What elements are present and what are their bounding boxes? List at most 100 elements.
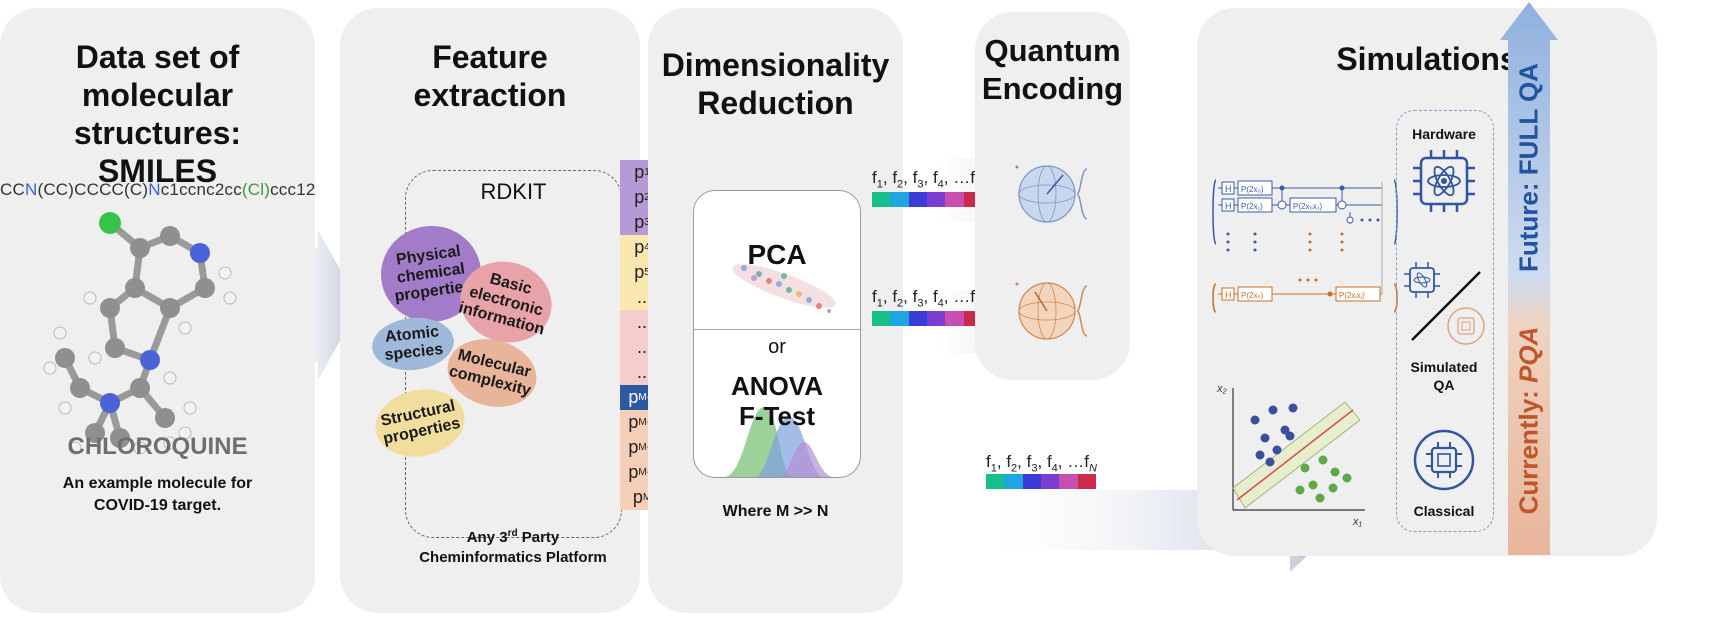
smiles-part: ccc12: [270, 180, 316, 199]
feature-symbol: f: [932, 168, 938, 187]
feature-symbol: f: [1026, 452, 1032, 471]
feature-vector-cell-base: p: [634, 187, 645, 207]
feature-vector-cell-sub: 1: [644, 167, 650, 178]
circuit-h-gate-3: H: [1225, 290, 1232, 300]
feature-vector-cell-sub: M: [642, 492, 652, 503]
feature-bar-segment: [908, 311, 927, 326]
feature-vector-cell-base: p: [634, 162, 645, 182]
feature-title-line2: extraction: [413, 77, 567, 113]
feature-symbol: f: [872, 168, 877, 187]
currently-label: Currently: PQA: [1514, 286, 1545, 556]
future-label-emphasis: FULL QA: [1513, 63, 1544, 176]
feature-vector-label-1: f1, f2, f3, f4, …fN: [872, 168, 983, 190]
feature-ellipsis: …f: [953, 287, 975, 306]
feature-vector-cell-base: p: [628, 412, 639, 432]
feature-symbol: f: [872, 287, 877, 306]
platform-sup: rd: [507, 528, 518, 539]
feature-subscript: 2: [897, 297, 904, 310]
platform-caption-line1: Any 3rd Party: [378, 524, 648, 548]
feature-bar-segment: [890, 311, 909, 326]
smiles-part: CC: [0, 180, 25, 199]
methods-divider: [694, 329, 860, 330]
feature-vector-bar-1: [872, 192, 982, 207]
feature-bar-segment: [1004, 474, 1023, 489]
methods-box: PCA or ANOVA F-Test: [693, 190, 861, 478]
anova-label: ANOVA F-Test: [694, 371, 860, 431]
feature-bar-segment: [872, 192, 891, 207]
feature-symbol: f: [1006, 452, 1012, 471]
feature-vector-cell-sub: 4: [644, 242, 650, 253]
dataset-title: Data set of molecular structures: SMILES: [0, 38, 315, 190]
feature-vector-bar-3: [986, 474, 1096, 489]
feature-bar-segment: [1077, 474, 1096, 489]
feature-subscript: 1: [990, 462, 997, 475]
dataset-panel: Data set of molecular structures: SMILES…: [0, 8, 315, 613]
roadmap-arrow: [1500, 2, 1558, 555]
circuit-gate-label: P(2xᵢxⱼ): [1339, 291, 1365, 300]
feature-subscript: 4: [1051, 462, 1058, 475]
feature-subscript: 3: [917, 178, 924, 191]
feature-vector-label-2: f1, f2, f3, f4, …fN: [872, 287, 983, 309]
simulated-qa-label: Simulated QA: [1396, 358, 1492, 394]
feature-subscript: 3: [917, 297, 924, 310]
anova-label-line1: ANOVA: [731, 371, 823, 401]
feature-symbol: f: [1046, 452, 1052, 471]
feature-vector-cell-base: p: [634, 212, 645, 232]
feature-vector-cell-sub: 5: [644, 267, 650, 278]
hardware-options-box: [1396, 110, 1494, 532]
encoding-title-line2: Encoding: [981, 71, 1124, 106]
feature-subscript: 1: [876, 178, 883, 191]
encoding-title-line1: Quantum: [984, 33, 1121, 68]
svm-classification-plot: x₂ x₁: [1216, 383, 1365, 528]
platform-text: Party: [517, 529, 560, 546]
feature-vector-cell-sub: M-3: [638, 417, 656, 428]
feature-vector-label-3: f1, f2, f3, f4, …fN: [986, 452, 1097, 475]
reduction-title-line1: Dimensionality: [661, 47, 890, 83]
anova-distribution-image: [724, 407, 834, 477]
feature-vector-cell-sub: M-2: [638, 442, 656, 453]
feature-vector-cell-base: p: [634, 237, 645, 257]
reduction-note: Where M >> N: [722, 503, 829, 520]
classical-chip-icon: [1413, 429, 1475, 491]
feature-bar-segment: [945, 192, 964, 207]
simulated-qa-icon: [1404, 262, 1485, 345]
anova-label-line2: F-Test: [738, 401, 816, 431]
feature-bar-segment: [890, 192, 909, 207]
feature-bar-segment: [1059, 474, 1078, 489]
dataset-title-line3: SMILES: [97, 153, 218, 189]
feature-symbol: f: [932, 287, 938, 306]
pca-scatter-image: [732, 264, 836, 313]
or-label: or: [768, 336, 786, 358]
molecule-caption-line1: An example molecule for: [62, 475, 253, 492]
pca-label: PCA: [747, 239, 807, 270]
feature-bar-segment: [926, 311, 946, 326]
feature-bar-segment: [986, 474, 1005, 489]
currently-label-prefix: Currently:: [1513, 382, 1544, 515]
future-label-prefix: Future:: [1513, 175, 1544, 272]
feature-title-line1: Feature: [432, 39, 548, 75]
circuit-h-gate-2: H: [1225, 201, 1232, 211]
feature-vector-cell-sub: 3: [644, 217, 650, 228]
smiles-part: (CC)CCCC(C): [37, 180, 149, 199]
smiles-part: N: [148, 180, 161, 199]
feature-title: Feature extraction: [340, 38, 640, 114]
svm-x-axis-label: x₁: [1352, 516, 1363, 528]
reduction-title-line2: Reduction: [697, 85, 854, 121]
feature-bar-segment: [908, 192, 927, 207]
encoding-panel: Quantum Encoding: [975, 12, 1130, 380]
reduction-panel: Dimensionality Reduction PCA or ANOVA F-…: [648, 8, 903, 613]
quantum-circuit-diagram: H H P(2x₀) P(2x₁) P(2x₀x₁) H P(2xₙ) P(2x…: [1212, 179, 1398, 313]
simulated-label-line2: QA: [1433, 377, 1455, 393]
simulated-label-line1: Simulated: [1410, 359, 1478, 375]
simulations-title: Simulations: [1336, 41, 1518, 77]
smiles-string: CCN(CC)CCCC(C)Nc1ccnc2cc(Cl)ccc12: [0, 180, 315, 200]
feature-vector-cell-ellipsis: ..: [636, 362, 647, 382]
smiles-part: (Cl): [241, 180, 271, 199]
bloch-sphere-blue: [1015, 165, 1088, 223]
feature-vector-cell-base: p: [628, 387, 639, 407]
feature-symbol: f: [912, 287, 918, 306]
smiles-part: c1ccnc2cc: [160, 180, 242, 199]
feature-bar-segment: [872, 311, 891, 326]
molecule-caption: An example molecule for COVID-19 target.: [0, 473, 315, 517]
feature-bar-segment: [945, 311, 964, 326]
